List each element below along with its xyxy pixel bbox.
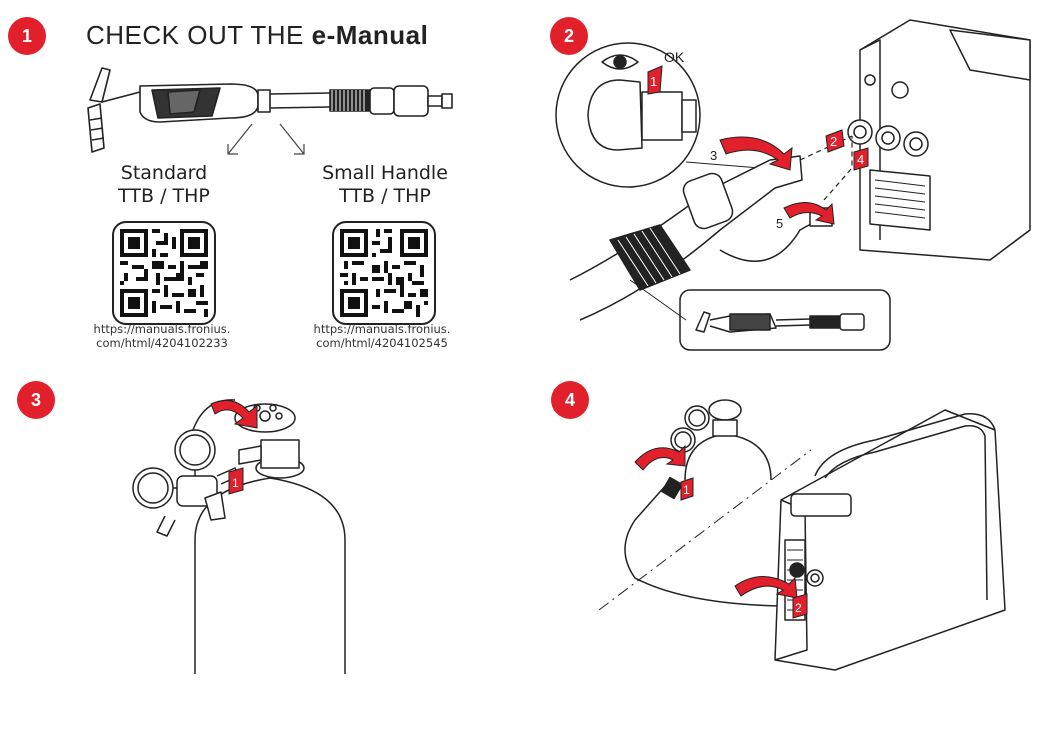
machine-gas-hookup-illustration: 1 2	[598, 399, 1006, 671]
gas-cylinder-illustration: 1	[132, 399, 346, 674]
url-standard[interactable]: https://manuals.fronius. com/html/420410…	[82, 322, 242, 350]
svg-text:5: 5	[776, 216, 783, 231]
step-badge-1: 1	[8, 17, 46, 55]
eye-icon	[601, 54, 639, 70]
variant-small-handle-label: Small Handle TTB / THP	[311, 162, 459, 208]
callout-2: 2	[795, 601, 802, 615]
step-badge-2: 2	[550, 17, 588, 55]
variant-standard-label: Standard TTB / THP	[104, 162, 224, 208]
title-bold: e-Manual	[311, 20, 429, 50]
variant-small-line2: TTB / THP	[339, 185, 431, 207]
variant-small-line1: Small Handle	[322, 162, 448, 184]
callout-1: 1	[650, 74, 657, 89]
variant-standard-line1: Standard	[120, 162, 208, 184]
url-standard-line2: com/html/4204102233	[96, 336, 228, 350]
qr-code-small-handle[interactable]	[332, 221, 436, 325]
callout-1: 1	[683, 483, 690, 497]
torch-connection-illustration: 1 2 4 3 5 OK	[555, 19, 1031, 351]
callout-1: 1	[232, 476, 239, 490]
title-prefix: CHECK OUT THE	[86, 20, 312, 50]
url-small-line1: https://manuals.fronius.	[313, 322, 451, 336]
torch-illustration	[87, 67, 453, 153]
qr-code-standard[interactable]	[112, 221, 216, 325]
qr-pattern	[120, 229, 208, 317]
step-badge-4: 4	[551, 381, 589, 419]
ok-label: OK	[664, 49, 685, 65]
svg-text:2: 2	[830, 134, 837, 149]
step-badge-3: 3	[17, 381, 55, 419]
url-small-handle[interactable]: https://manuals.fronius. com/html/420410…	[302, 322, 462, 350]
svg-text:4: 4	[857, 152, 864, 167]
svg-text:3: 3	[710, 148, 717, 163]
variant-standard-line2: TTB / THP	[118, 185, 210, 207]
section-title: CHECK OUT THE e-Manual	[86, 20, 428, 51]
url-small-line2: com/html/4204102545	[316, 336, 448, 350]
split-arrows	[227, 123, 305, 155]
qr-pattern	[340, 229, 428, 317]
url-standard-line1: https://manuals.fronius.	[93, 322, 231, 336]
